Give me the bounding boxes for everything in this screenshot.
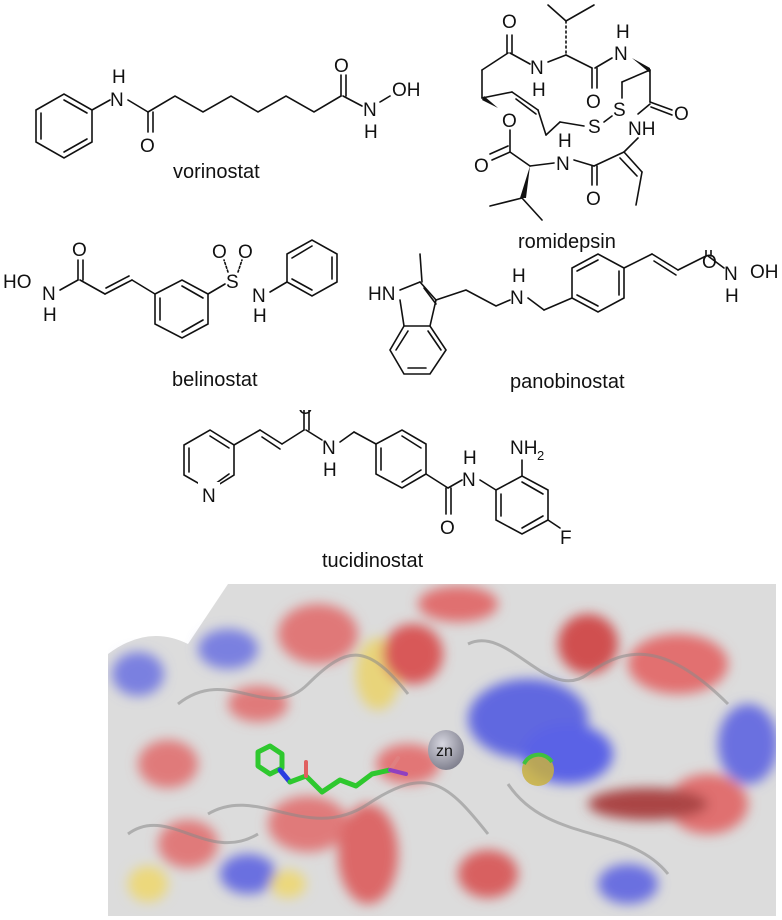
atom-s: S [226,272,239,293]
atom-h: H [323,460,337,481]
atom-hn: HN [368,284,395,305]
atom-n: N [510,288,524,309]
atom-o: O [674,104,689,125]
ligand-vorinostat [255,743,408,795]
atom-n: N [724,264,738,285]
atom-h: H [725,286,739,307]
panobinostat-structure: HN N H N H OH panobinostat [368,250,779,393]
atom-ho: HO [3,272,32,293]
atom-h: H [112,67,126,88]
atom-h: H [558,131,572,152]
atom-n: N [530,58,544,79]
atom-oh: OH [392,80,421,101]
atom-o: O [586,189,601,210]
atom-oh: OH [750,262,779,283]
zinc-ion [428,730,464,770]
atom-o: O [298,410,313,419]
atom-o: O [440,518,455,539]
atom-h: H [253,306,267,327]
atom-f: F [560,528,572,549]
panobinostat-carbonyl-o: O [702,252,717,272]
atom-n: N [363,100,377,121]
compound-name-panobinostat: panobinostat [510,371,625,393]
atom-o: O [238,242,253,263]
atom-nh: NH [628,119,655,140]
atom-n: N [42,284,56,305]
atom-s: S [588,117,601,138]
atom-n: N [322,438,336,459]
romidepsin-structure: O N H O N H S S O NH O N H O O romi [474,4,689,253]
atom-o: O [212,242,227,263]
atom-o: O [586,92,601,113]
atom-h: H [616,22,630,43]
atom-o: O [502,111,517,132]
belinostat-structure: HO N H O S O O N H belinostat [3,239,338,391]
atom-o: O [502,12,517,33]
atom-h: H [532,80,546,101]
atom-nh2-subscript: 2 [537,448,544,463]
vorinostat-structure: N H O O N H OH vorinostat [35,56,421,183]
atom-o: O [140,136,155,157]
atom-nh2: NH [510,438,537,459]
atom-n: N [252,286,266,307]
atom-h: H [364,122,378,143]
atom-h: H [463,448,477,469]
atom-h: H [512,266,526,287]
atom-n: N [614,44,628,65]
atom-n: N [110,90,124,111]
compound-name-vorinostat: vorinostat [173,161,260,183]
atom-o: O [702,252,717,272]
tucidinostat-structure: N O N H O N H NH 2 F tucidinostat [183,410,572,572]
atom-n: N [202,486,216,507]
atom-h: H [43,305,57,326]
atom-n: N [462,470,476,491]
atom-n: N [556,154,570,175]
compound-name-romidepsin: romidepsin [518,231,616,253]
atom-o: O [334,56,349,77]
zinc-label: zn [436,743,453,760]
atom-o: O [474,156,489,177]
compound-name-belinostat: belinostat [172,369,258,391]
atom-s: S [613,100,626,121]
atom-o: O [72,240,87,261]
protein-surface-render: zn [108,584,776,916]
compound-name-tucidinostat: tucidinostat [322,550,424,572]
docking-protein-surface: zn [108,584,776,916]
